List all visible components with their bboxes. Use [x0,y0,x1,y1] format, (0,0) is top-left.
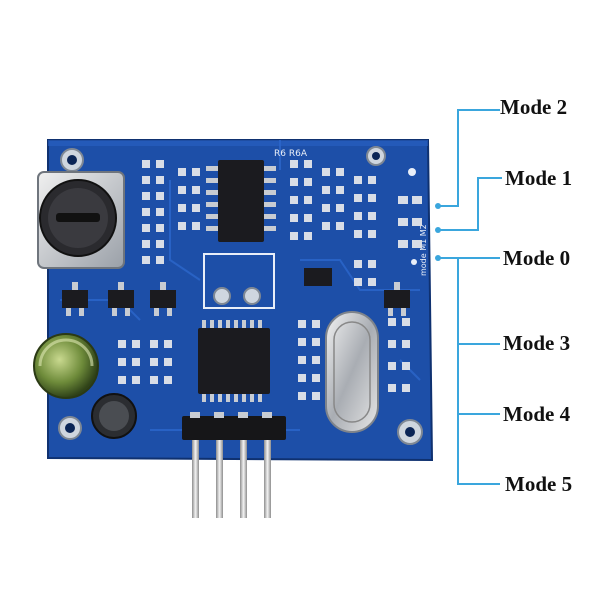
callout-mode2 [438,109,500,207]
callout-endpoints [435,203,441,261]
smd-components [118,160,410,400]
ic-chip-top [206,160,276,242]
electrolytic-capacitor-large [33,333,99,399]
callout-lines [438,109,502,485]
crystal-oscillator [325,311,379,433]
electrolytic-capacitor-small [91,393,137,439]
transistors [62,268,410,316]
mounting-hole [60,148,84,172]
potentiometer [37,171,125,269]
mode-selector-pads [398,196,422,248]
mode-1-label: Mode 1 [505,166,573,190]
mounting-hole [366,146,386,166]
mode-selector-dots [408,168,417,265]
mode-4-label: Mode 4 [503,402,571,426]
silkscreen-side: mode M1 M2 [419,224,428,276]
silkscreen-top: R6 R6A [274,149,308,159]
mounting-hole [58,416,82,440]
sensor-connector-pads [203,253,275,309]
mode-5-label: Mode 5 [505,472,573,496]
callout-trunk [457,258,500,485]
mode-2-label: Mode 2 [500,95,568,119]
mode-0-label: Mode 0 [503,246,571,270]
mounting-hole [397,419,423,445]
mode-3-label: Mode 3 [503,331,571,355]
pin-header [182,412,286,518]
ic-chip-bottom [198,320,270,402]
callout-mode1 [438,177,502,231]
